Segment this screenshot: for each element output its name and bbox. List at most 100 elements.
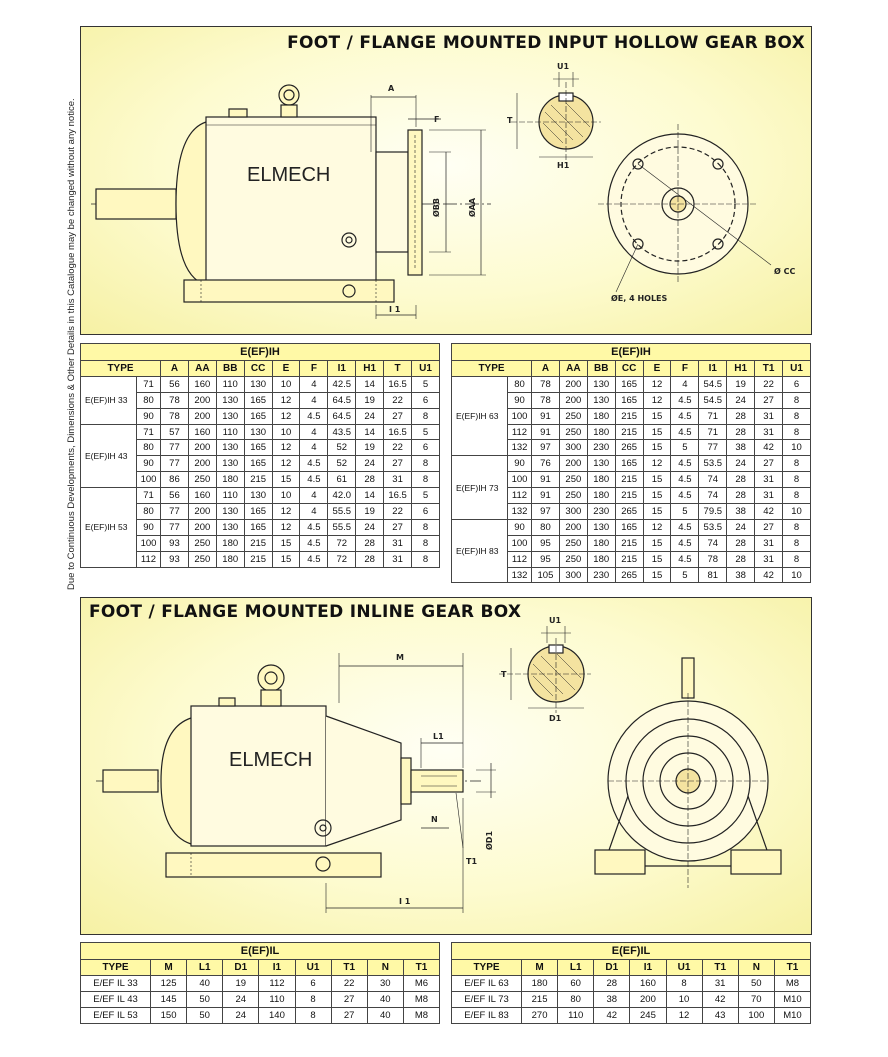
table-cell: 4 (670, 375, 700, 393)
table-cell: 160 (187, 375, 217, 393)
table-cell: 42 (593, 1007, 631, 1024)
column-header: H1 (726, 360, 756, 377)
table-cell: 90 (507, 455, 532, 473)
dim-aa: ØAA (467, 197, 477, 217)
dim-a: A (388, 84, 395, 93)
table-cell: 130 (586, 518, 616, 536)
table-cell: 4 (299, 423, 329, 441)
dim-t-inline: T (501, 670, 507, 679)
table-cell: 38 (726, 439, 756, 457)
table-cell: 10 (271, 423, 301, 441)
table-cell: 24 (355, 455, 385, 473)
column-header: E (642, 360, 672, 377)
table-cell: 200 (629, 991, 667, 1008)
table-cell: 130 (243, 375, 273, 393)
table-cell: 43.5 (327, 423, 357, 441)
table-cell: 53.5 (698, 518, 728, 536)
table-cell: 95 (531, 534, 560, 552)
table-cell: 19 (355, 503, 385, 520)
table-cell: 110 (215, 375, 245, 393)
table-cell: 24 (222, 991, 260, 1008)
table-cell: 100 (507, 407, 532, 425)
table-cell: 55.5 (327, 503, 357, 520)
table-cell: 77 (160, 518, 189, 536)
hollow-panel-title: FOOT / FLANGE MOUNTED INPUT HOLLOW GEAR … (287, 33, 805, 53)
table-cell: 93 (160, 550, 189, 568)
table-cell: 42 (701, 991, 739, 1008)
table-cell: 112 (258, 975, 296, 992)
table-cell: 28 (355, 471, 385, 489)
table-cell: 8 (411, 455, 440, 473)
table-cell: 91 (531, 471, 560, 489)
table-cell: 30 (366, 975, 404, 992)
table-cell: 80 (507, 375, 532, 393)
table-cell: 8 (782, 455, 811, 473)
table-cell: 110 (215, 423, 245, 441)
table-cell: 90 (136, 407, 161, 425)
table-cell: 12 (642, 518, 672, 536)
table-cell: 16.5 (383, 423, 413, 441)
table-cell: 19 (355, 391, 385, 409)
dim-i1: I 1 (389, 305, 401, 314)
column-header: TYPE (451, 360, 532, 377)
table-cell: 91 (531, 407, 560, 425)
table-cell: 91 (531, 487, 560, 505)
table-cell: 165 (243, 439, 273, 457)
table-cell: 31 (754, 407, 784, 425)
column-header: TYPE (80, 959, 151, 976)
table-cell: 200 (187, 439, 217, 457)
table-cell: 5 (670, 503, 700, 520)
table-cell: 265 (614, 439, 644, 457)
table-cell: 91 (531, 423, 560, 441)
table-cell: 6 (411, 439, 440, 457)
table-cell: 31 (383, 471, 413, 489)
table-cell: 64.5 (327, 391, 357, 409)
table-cell: 180 (586, 534, 616, 552)
table-cell: 160 (187, 423, 217, 441)
table-cell: 130 (215, 503, 245, 520)
table-cell: 200 (558, 518, 588, 536)
hollow-gearbox-panel: FOOT / FLANGE MOUNTED INPUT HOLLOW GEAR … (80, 26, 812, 335)
table-cell: 12 (271, 391, 301, 409)
dim-d1: ØD1 (484, 831, 494, 850)
table-cell: 15 (271, 534, 301, 552)
table-cell: 150 (149, 1007, 188, 1024)
table-cell: 250 (558, 423, 588, 441)
table-cell: 8 (782, 550, 811, 568)
table-cell: 8 (411, 518, 440, 536)
column-header: I1 (698, 360, 728, 377)
type-group-cell: E(EF)IH 33 (80, 375, 137, 425)
table-cell: 90 (136, 455, 161, 473)
table-cell: 145 (149, 991, 188, 1008)
table-cell: 4.5 (670, 391, 700, 409)
table-cell: 245 (629, 1007, 667, 1024)
table-cell: 97 (531, 439, 560, 457)
column-header: N (366, 959, 404, 976)
table-cell: 15 (642, 550, 672, 568)
table-cell: E/EF IL 73 (451, 991, 522, 1008)
table-cell: E/EF IL 33 (80, 975, 151, 992)
table-cell: 4.5 (299, 534, 329, 552)
dim-i1-inline: I 1 (399, 897, 411, 906)
table-cell: 180 (586, 550, 616, 568)
table-cell: 60 (557, 975, 595, 992)
table-cell: 165 (614, 518, 644, 536)
column-header: T1 (701, 959, 739, 976)
table-cell: 31 (754, 534, 784, 552)
table-cell: 80 (136, 439, 161, 457)
column-header: CC (614, 360, 644, 377)
table-cell: 110 (215, 487, 245, 505)
table-cell: 200 (558, 455, 588, 473)
column-header: U1 (411, 360, 440, 377)
table-cell: 80 (136, 391, 161, 409)
table-cell: 27 (383, 455, 413, 473)
table-cell: 300 (558, 566, 588, 584)
table-cell: 132 (507, 439, 532, 457)
